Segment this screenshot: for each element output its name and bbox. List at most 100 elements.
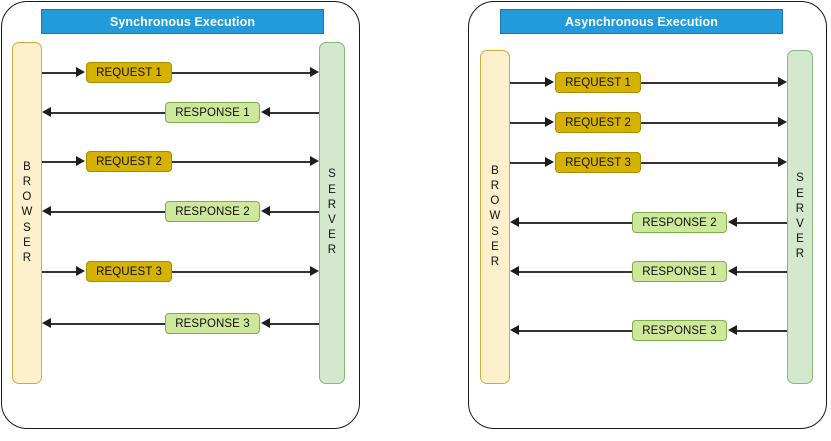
message-row: RESPONSE 1 [510,261,787,283]
server-letter: S [796,172,804,185]
arrow-head-right-icon [310,155,319,166]
message-line-segment [172,161,310,163]
response-box: RESPONSE 1 [165,102,260,123]
browser-letter: O [22,191,32,204]
message-row: REQUEST 3 [42,261,319,283]
arrow-head-right-icon [310,66,319,77]
arrow-head-right-icon [310,265,319,276]
message-row: REQUEST 2 [42,151,319,173]
arrow-head-right-icon [778,116,787,127]
message-row: REQUEST 3 [510,152,787,174]
message-row: RESPONSE 2 [42,201,319,223]
response-box: RESPONSE 3 [632,320,727,341]
server-letter: E [796,187,804,200]
message-row: RESPONSE 3 [510,320,787,342]
message-row: REQUEST 2 [510,112,787,134]
request-box: REQUEST 3 [555,152,641,173]
browser-letter: O [490,195,500,208]
message-line-segment [519,271,632,273]
message-line-segment [737,271,787,273]
message-line-segment [51,211,165,213]
message-line-segment [270,211,319,213]
message-line-segment [42,271,76,273]
message-row: RESPONSE 1 [42,102,319,124]
message-line-segment [641,82,778,84]
arrow-head-left-icon [261,205,270,216]
message-line-segment [42,72,76,74]
arrow-head-right-icon [545,116,554,127]
message-line-segment [51,323,165,325]
browser-letter: S [491,225,499,238]
message-line-segment [510,162,545,164]
arrow-head-left-icon [510,265,519,276]
lifeline-server-synchronous: S E R V E R [319,42,345,384]
arrow-head-right-icon [76,155,85,166]
arrow-head-left-icon [510,216,519,227]
browser-letter: W [21,206,33,219]
message-line-segment [510,82,545,84]
lifeline-browser-synchronous: B R O W S E R [12,42,42,384]
message-row: RESPONSE 3 [42,313,319,335]
message-line-segment [737,330,787,332]
arrow-head-left-icon [510,324,519,335]
browser-letter: B [23,160,31,173]
server-letter: S [328,168,336,181]
request-box: REQUEST 2 [86,151,172,172]
server-letter: V [328,214,336,226]
browser-letter: R [490,255,500,268]
response-box: RESPONSE 1 [632,261,727,282]
browser-letter: R [22,176,32,189]
lifeline-server-asynchronous: S E R V E R [787,50,813,384]
server-letter: V [796,218,804,230]
panel-asynchronous: Asynchronous Execution B R O W S E R S E… [468,1,827,429]
arrow-head-left-icon [728,265,737,276]
message-row: REQUEST 1 [42,62,319,84]
browser-letter: E [23,236,31,249]
request-box: REQUEST 3 [86,261,172,282]
message-line-segment [270,112,319,114]
panel-title-synchronous: Synchronous Execution [41,9,324,34]
message-line-segment [519,222,632,224]
server-letter: E [328,183,336,196]
arrow-head-left-icon [728,324,737,335]
browser-letter: R [490,180,500,193]
request-box: REQUEST 1 [555,72,641,93]
arrow-head-right-icon [778,76,787,87]
server-letter: R [327,198,337,211]
message-line-segment [510,122,545,124]
arrow-head-left-icon [261,317,270,328]
server-letter: R [795,248,805,261]
arrow-head-left-icon [261,106,270,117]
message-line-segment [172,72,310,74]
arrow-head-right-icon [76,66,85,77]
browser-letter: R [22,251,32,264]
arrow-head-right-icon [76,265,85,276]
panel-title-asynchronous: Asynchronous Execution [500,9,783,34]
arrow-head-left-icon [42,205,51,216]
browser-letter: S [23,221,31,234]
response-box: RESPONSE 3 [165,313,260,334]
arrow-head-right-icon [545,76,554,87]
browser-letter: W [489,210,501,223]
server-letter: E [328,229,336,242]
message-line-segment [172,271,310,273]
lifeline-browser-asynchronous: B R O W S E R [480,50,510,384]
request-box: REQUEST 1 [86,62,172,83]
response-box: RESPONSE 2 [632,212,727,233]
arrow-head-left-icon [42,106,51,117]
panel-synchronous: Synchronous Execution B R O W S E R S E … [1,1,360,429]
message-row: RESPONSE 2 [510,212,787,234]
message-line-segment [51,112,165,114]
server-letter: E [796,233,804,246]
message-line-segment [519,330,632,332]
browser-letter: B [491,164,499,177]
server-letter: R [795,202,805,215]
message-line-segment [737,222,787,224]
message-line-segment [641,162,778,164]
browser-letter: E [491,240,499,253]
message-line-segment [270,323,319,325]
message-line-segment [641,122,778,124]
arrow-head-left-icon [42,317,51,328]
arrow-head-left-icon [728,216,737,227]
message-line-segment [42,161,76,163]
